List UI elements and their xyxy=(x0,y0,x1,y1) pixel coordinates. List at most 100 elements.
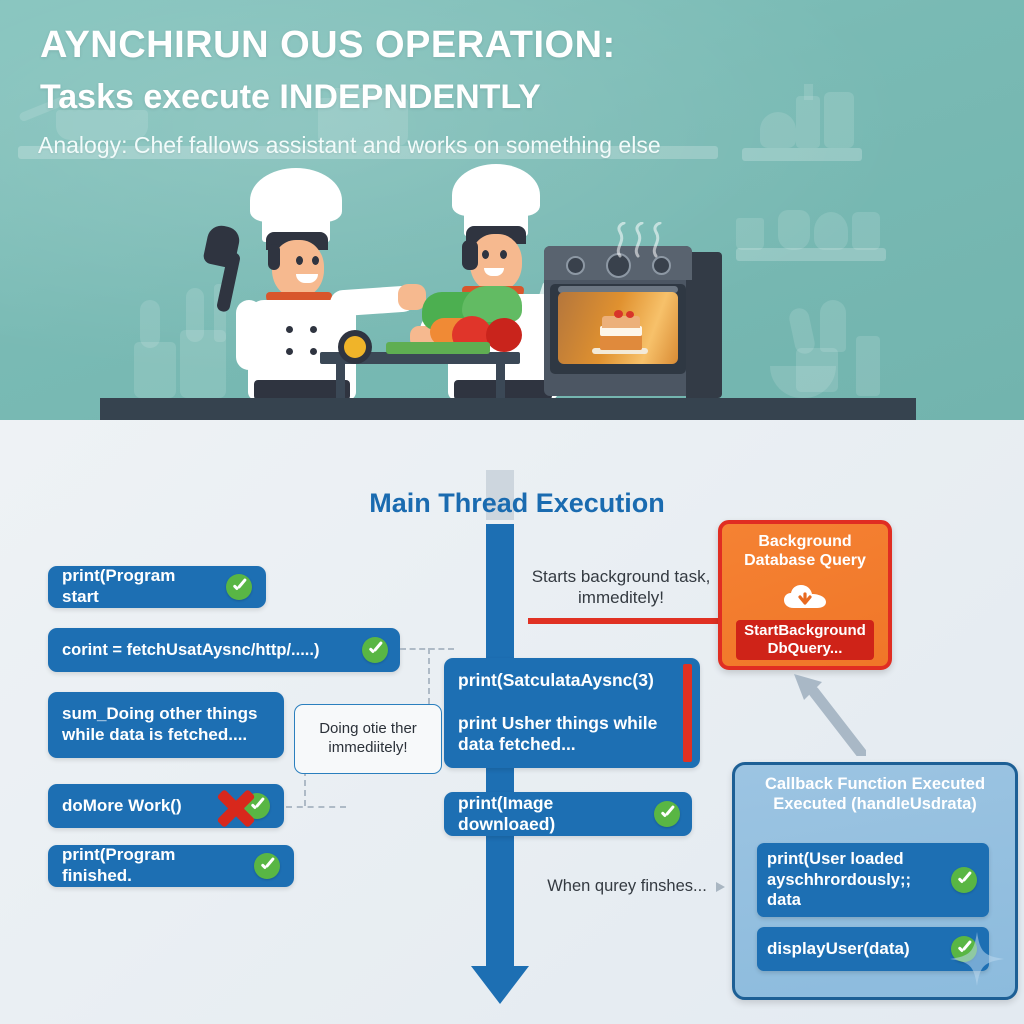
left-node-2-label: sum_Doing other things while data is fet… xyxy=(62,704,258,744)
chef-left-arm-raised xyxy=(236,300,262,370)
note-when-query-finishes: When qurey finshes... xyxy=(547,877,707,895)
prop-glass xyxy=(736,218,764,250)
prep-table-leg-left xyxy=(336,362,345,408)
chef-left-eye xyxy=(296,256,303,265)
prop-spoon-left-b xyxy=(186,288,204,342)
callback-panel[interactable]: Callback Function Executed Executed (han… xyxy=(732,762,1018,1000)
prop-pan xyxy=(56,110,148,140)
prop-vase xyxy=(778,210,810,250)
prep-table-leg-right xyxy=(496,362,505,408)
cake-cherry xyxy=(614,310,623,318)
chef-left-eye-2 xyxy=(312,256,319,265)
callback-item-1-label: displayUser(data) xyxy=(767,939,910,958)
left-node-3-label: doMore Work() xyxy=(62,795,182,815)
chef-right-mouth xyxy=(484,268,504,276)
small-arrow-icon xyxy=(716,882,725,892)
background-task-title: Background Database Query xyxy=(744,533,866,570)
chef-left-button-b xyxy=(310,326,317,333)
chef-left-button-c xyxy=(286,348,293,355)
dashed-connector-bottom xyxy=(286,806,346,808)
cake-frosting xyxy=(600,326,642,336)
chef-left-pointing-hand xyxy=(398,284,426,310)
red-accent-bar xyxy=(683,664,692,762)
chef-right-eye xyxy=(462,240,478,270)
chef-left-sideburn xyxy=(268,244,280,270)
callback-panel-title: Callback Function Executed Executed (han… xyxy=(764,775,986,814)
cloud-download-icon xyxy=(784,585,826,608)
main-thread-arrowhead xyxy=(471,966,529,1004)
callback-item-0[interactable]: print(User loaded ayschhrordously;; data xyxy=(757,843,989,917)
chef-left-face xyxy=(272,240,324,298)
prop-jar-left-a xyxy=(134,342,176,398)
callback-to-background-arrow xyxy=(794,674,866,756)
cake-cherry-2 xyxy=(626,311,634,318)
left-node-4[interactable]: print(Program finished. xyxy=(48,845,294,887)
prop-bottle-neck xyxy=(804,84,813,100)
check-icon xyxy=(654,801,680,827)
cutting-board xyxy=(386,342,490,354)
callback-item-1[interactable]: displayUser(data) xyxy=(757,927,989,971)
prop-bottle-tall xyxy=(796,96,820,148)
x-mark-icon xyxy=(212,783,258,829)
left-node-1[interactable]: corint = fetchUsatAysnc/http/.....) xyxy=(48,628,400,672)
chef-right-eye-a xyxy=(482,250,489,259)
oven-side-panel xyxy=(686,252,722,398)
chef-left-mouth xyxy=(296,274,318,283)
check-icon xyxy=(951,867,977,893)
prop-canister xyxy=(852,212,880,250)
callback-item-0-label: print(User loaded ayschhrordously;; data xyxy=(767,850,911,910)
cake-layer-bottom xyxy=(600,334,642,350)
hero-analogy-text: Analogy: Chef fallows assistant and work… xyxy=(38,132,661,158)
left-node-1-label: corint = fetchUsatAysnc/http/.....) xyxy=(62,640,320,659)
prop-jar-small xyxy=(760,112,796,148)
background-task-box[interactable]: Background Database Query StartBackgroun… xyxy=(718,520,892,670)
oven-knob-left xyxy=(566,256,585,275)
prop-spoon-left-a xyxy=(140,300,160,348)
dashed-connector-top xyxy=(400,648,454,650)
chef-right-eye-b xyxy=(500,250,507,259)
left-node-0[interactable]: print(Program start xyxy=(48,566,266,608)
prop-pot xyxy=(318,98,408,146)
cake-layer-top xyxy=(602,316,640,328)
check-icon xyxy=(226,574,252,600)
oven-knob-right xyxy=(652,256,671,275)
kitchen-shelf-mid-right xyxy=(736,248,886,261)
left-node-2[interactable]: sum_Doing other things while data is fet… xyxy=(48,692,284,758)
chef-right-face xyxy=(470,234,522,292)
dashed-connector-lower xyxy=(304,760,306,806)
center-node-0[interactable]: print(SatculataAysnc(3) print Usher thin… xyxy=(444,658,700,768)
background-task-action[interactable]: StartBackground DbQuery... xyxy=(736,620,874,660)
hero-kitchen-scene: AYNCHIRUN OUS OPERATION: Tasks execute I… xyxy=(0,0,1024,420)
center-node-1-label: print(Image downloaed) xyxy=(458,792,556,834)
prop-jar-left-b xyxy=(180,330,226,398)
chef-left-button-d xyxy=(310,348,317,355)
hero-title: AYNCHIRUN OUS OPERATION: xyxy=(40,24,616,66)
prop-teapot xyxy=(814,212,848,250)
oven-steam-icon xyxy=(616,222,662,258)
center-node-1[interactable]: print(Image downloaed) xyxy=(444,792,692,836)
callout-doing-other: Doing otie ther immediitely! xyxy=(294,704,442,774)
prop-utensil-block xyxy=(824,92,854,148)
kitchen-counter xyxy=(100,398,916,420)
left-node-4-label: print(Program finished. xyxy=(62,845,176,885)
prop-whisk-right xyxy=(820,300,846,352)
sparkle-icon xyxy=(950,932,1004,986)
chef-left-button-a xyxy=(286,326,293,333)
left-node-0-label: print(Program start xyxy=(62,566,176,606)
prop-utensil-jar-right xyxy=(796,348,838,392)
kitchen-shelf-upper-right xyxy=(742,148,862,161)
red-connector-stub xyxy=(528,618,536,624)
check-icon xyxy=(362,637,388,663)
red-connector-line xyxy=(534,618,724,624)
dashed-connector-vertical xyxy=(428,648,430,734)
prop-pot-lid xyxy=(330,88,396,98)
main-thread-spine-top xyxy=(486,470,514,520)
oven-door-handle xyxy=(558,286,678,293)
hero-subtitle: Tasks execute INDEPNDENTLY xyxy=(40,78,541,116)
cake-plate xyxy=(592,348,648,354)
center-node-0-label: print(SatculataAysnc(3) print Usher thin… xyxy=(458,670,658,755)
timer-face xyxy=(344,336,366,358)
flow-title: Main Thread Execution xyxy=(369,488,665,518)
vegetable-pepper xyxy=(486,318,522,352)
